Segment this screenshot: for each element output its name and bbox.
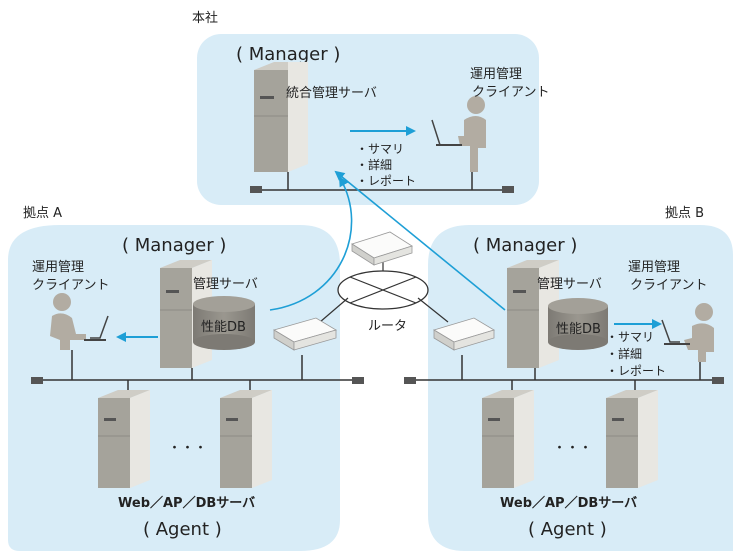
router-device-site-b xyxy=(433,317,495,351)
hq-server-tower xyxy=(254,62,308,172)
hq-client-label-1: 運用管理 xyxy=(470,67,522,82)
site-a-agent-server-1 xyxy=(98,390,150,488)
router-device-center xyxy=(351,231,413,266)
site-b-to-hq-arrow xyxy=(334,170,506,311)
hq-report-item-3: ・レポート xyxy=(356,174,416,188)
site-b-title: 拠点 B xyxy=(665,206,704,221)
hq-title: 本社 xyxy=(192,10,218,26)
site-b-agent-label: ( Agent ) xyxy=(528,519,607,540)
hq-report-item-1: ・サマリ xyxy=(356,142,404,156)
router-label: ルータ xyxy=(368,319,407,334)
site-a-db-icon xyxy=(193,296,255,350)
site-b-db-icon xyxy=(548,298,608,350)
site-b-manager-label: ( Manager ) xyxy=(473,235,577,256)
site-a-client-label-1: 運用管理 xyxy=(32,260,84,275)
site-a-client-person-icon xyxy=(50,293,109,350)
hq-report-item-2: ・詳細 xyxy=(356,157,392,172)
site-b-client-person-icon xyxy=(661,303,714,362)
site-b-ellipsis: ・・・ xyxy=(553,441,592,456)
site-a-manager-label: ( Manager ) xyxy=(122,235,226,256)
hq-lan xyxy=(250,172,514,193)
site-b-agent-servers-label: Web／AP／DBサーバ xyxy=(500,495,637,511)
site-b-agent-server-1 xyxy=(482,390,534,488)
site-a-lan xyxy=(31,350,364,392)
hq-server-label: 統合管理サーバ xyxy=(286,86,377,101)
site-a-ellipsis: ・・・ xyxy=(168,441,207,456)
site-a-title: 拠点 A xyxy=(23,206,62,221)
hq-client-label-2: クライアント xyxy=(472,85,549,100)
site-b-report-item-2: ・詳細 xyxy=(606,346,642,361)
site-b-server-label: 管理サーバ xyxy=(537,277,602,292)
site-b-agent-server-2 xyxy=(606,390,658,488)
hq-manager-label: ( Manager ) xyxy=(236,44,340,65)
site-b-db-label: 性能DB xyxy=(556,322,601,337)
site-a-client-label-2: クライアント xyxy=(32,278,109,293)
site-a-agent-label: ( Agent ) xyxy=(143,519,222,540)
router-cloud xyxy=(319,262,449,323)
site-a-agent-servers-label: Web／AP／DBサーバ xyxy=(118,495,255,511)
site-b-client-label-2: クライアント xyxy=(630,278,707,293)
site-a-db-label: 性能DB xyxy=(201,320,246,335)
hq-client-person-icon xyxy=(431,96,486,172)
site-a-agent-server-2 xyxy=(220,390,272,488)
site-b-client-label-1: 運用管理 xyxy=(628,260,680,275)
router-device-site-a xyxy=(273,317,337,351)
site-a-server-label: 管理サーバ xyxy=(193,277,258,292)
site-a-to-hq-arrow xyxy=(269,176,353,311)
site-b-report-item-1: ・サマリ xyxy=(606,330,654,344)
site-b-report-item-3: ・レポート xyxy=(606,364,666,378)
